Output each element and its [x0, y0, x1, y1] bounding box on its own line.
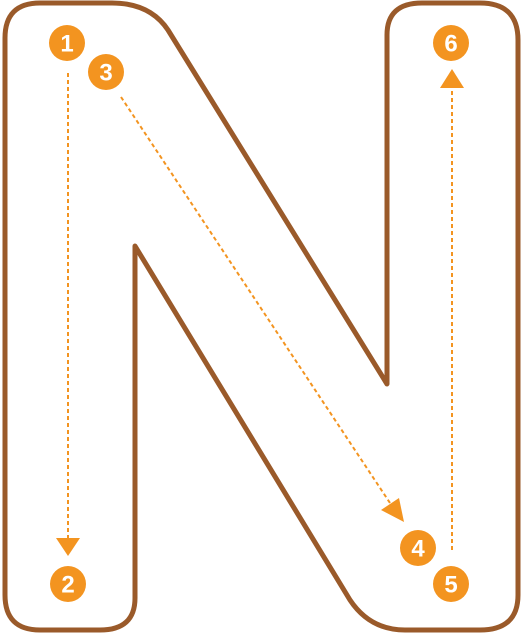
step-number-3: 3 — [99, 60, 112, 87]
step-marker-1: 1 — [49, 25, 85, 61]
step-marker-2: 2 — [50, 566, 86, 602]
guide-line-stroke-2 — [120, 96, 393, 507]
step-number-5: 5 — [444, 572, 457, 599]
step-number-1: 1 — [60, 31, 73, 58]
step-marker-6: 6 — [433, 25, 469, 61]
step-number-2: 2 — [61, 572, 74, 599]
arrow-head-down-stroke-1 — [56, 538, 80, 556]
arrow-head-up-stroke-3 — [440, 69, 464, 88]
step-marker-5: 5 — [433, 566, 469, 602]
arrow-head-diagonal-stroke-2 — [381, 498, 404, 522]
step-marker-3: 3 — [88, 54, 124, 90]
step-number-4: 4 — [411, 536, 425, 563]
step-number-6: 6 — [444, 31, 457, 58]
step-marker-4: 4 — [400, 530, 436, 566]
